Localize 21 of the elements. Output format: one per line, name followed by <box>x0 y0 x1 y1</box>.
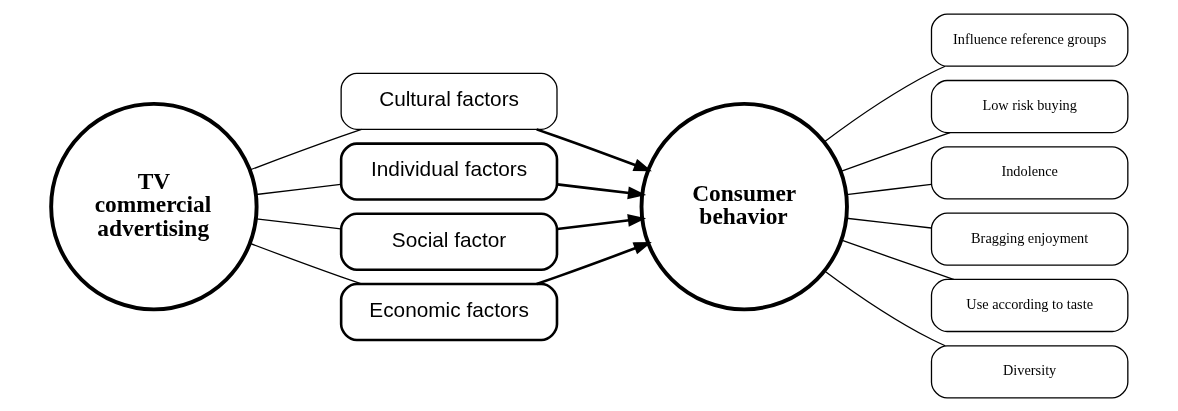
arrow <box>556 213 646 230</box>
node-box: Economic factors <box>339 282 558 341</box>
node-box: Indolence <box>930 145 1128 199</box>
arrow <box>556 182 646 199</box>
node-circle: Consumer behavior <box>639 101 849 311</box>
connector <box>845 183 932 195</box>
connector <box>248 242 362 285</box>
node-box: Social factor <box>339 212 558 271</box>
node-box: Influence reference groups <box>930 13 1128 67</box>
connector <box>255 217 341 230</box>
node-circle: TV commercial advertising <box>48 101 259 311</box>
connector <box>839 131 951 172</box>
node-box: Cultural factors <box>340 72 558 130</box>
node-box: Low risk buying <box>930 79 1128 133</box>
connector <box>255 183 341 195</box>
node-box: Diversity <box>930 344 1128 398</box>
node-box: Bragging enjoyment <box>930 212 1128 266</box>
connector <box>845 217 932 229</box>
node-box: Use according to taste <box>930 278 1128 332</box>
connector <box>248 128 362 171</box>
node-box: Individual factors <box>339 141 558 201</box>
